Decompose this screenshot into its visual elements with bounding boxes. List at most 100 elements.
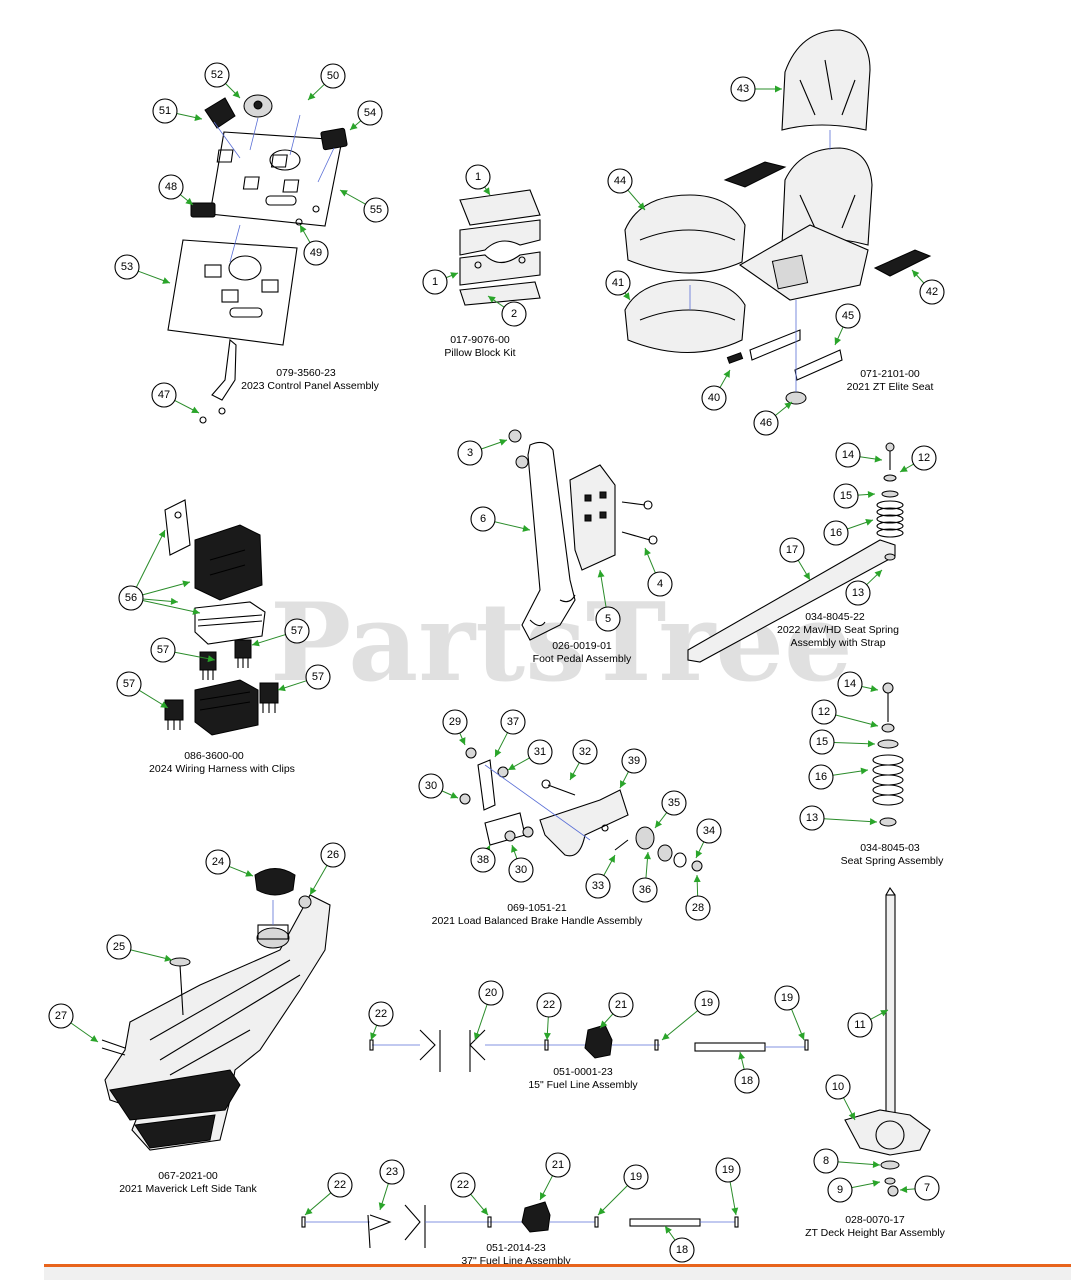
callout-50-1[interactable]: 50 [320, 63, 346, 89]
callout-26-53[interactable]: 26 [320, 842, 346, 868]
callout-8-65-leader [837, 1161, 881, 1166]
callout-5-22[interactable]: 5 [595, 606, 621, 632]
callout-22-68[interactable]: 22 [327, 1172, 353, 1198]
callout-18-62-bubble [734, 1068, 760, 1094]
callout-22-56[interactable]: 22 [368, 1001, 394, 1027]
callout-39-43[interactable]: 39 [621, 748, 647, 774]
callout-49-6[interactable]: 49 [303, 240, 329, 266]
callout-10-64-bubble [825, 1074, 851, 1100]
callout-22-58[interactable]: 22 [536, 992, 562, 1018]
callout-12-35[interactable]: 12 [811, 699, 837, 725]
callout-57-31-bubble [150, 637, 176, 663]
callout-52-0-bubble [204, 62, 230, 88]
callout-42-15[interactable]: 42 [919, 279, 945, 305]
callout-48-4-label: 48 [165, 181, 177, 193]
callout-55-5-label: 55 [370, 204, 382, 216]
callout-24-52[interactable]: 24 [205, 849, 231, 875]
callout-15-25[interactable]: 15 [833, 483, 859, 509]
callout-57-30-leader-arrowhead [252, 639, 260, 647]
callout-20-57[interactable]: 20 [478, 980, 504, 1006]
callout-2-11[interactable]: 2 [501, 301, 527, 327]
callout-52-0-leader-arrowhead [232, 90, 240, 98]
callout-57-33[interactable]: 57 [305, 664, 331, 690]
callout-13-38[interactable]: 13 [799, 805, 825, 831]
callout-33-49[interactable]: 33 [585, 873, 611, 899]
callout-44-13[interactable]: 44 [607, 168, 633, 194]
callout-30-44[interactable]: 30 [418, 773, 444, 799]
callout-27-55[interactable]: 27 [48, 1003, 74, 1029]
callout-1-10-bubble [422, 269, 448, 295]
callout-48-4[interactable]: 48 [158, 174, 184, 200]
callout-14-23[interactable]: 14 [835, 442, 861, 468]
callout-52-0[interactable]: 52 [204, 62, 230, 88]
callout-21-71-leader-arrowhead [540, 1192, 547, 1200]
callout-53-7-bubble [114, 254, 140, 280]
callout-37-40[interactable]: 37 [500, 709, 526, 735]
callout-29-39-leader-arrowhead [458, 737, 466, 745]
callout-15-36[interactable]: 15 [809, 729, 835, 755]
callout-34-46[interactable]: 34 [696, 818, 722, 844]
callout-7-66[interactable]: 7 [914, 1175, 940, 1201]
callout-1-10[interactable]: 1 [422, 269, 448, 295]
callout-30-48[interactable]: 30 [508, 857, 534, 883]
callout-55-5[interactable]: 55 [363, 197, 389, 223]
callout-17-27[interactable]: 17 [779, 537, 805, 563]
callout-41-14[interactable]: 41 [605, 270, 631, 296]
callout-4-21[interactable]: 4 [647, 571, 673, 597]
callout-19-73[interactable]: 19 [715, 1157, 741, 1183]
callout-18-74[interactable]: 18 [669, 1237, 695, 1263]
callout-45-16[interactable]: 45 [835, 303, 861, 329]
callout-16-26[interactable]: 16 [823, 520, 849, 546]
fuel-tank-drawing [101, 868, 331, 1151]
callout-57-31[interactable]: 57 [150, 637, 176, 663]
callout-21-71-label: 21 [552, 1159, 564, 1171]
callout-43-12[interactable]: 43 [730, 76, 756, 102]
callout-38-47[interactable]: 38 [470, 847, 496, 873]
callout-51-2[interactable]: 51 [152, 98, 178, 124]
callout-53-7[interactable]: 53 [114, 254, 140, 280]
callout-52-0-label: 52 [211, 69, 223, 81]
callout-36-50-bubble [632, 877, 658, 903]
callout-19-72[interactable]: 19 [623, 1164, 649, 1190]
callout-19-60[interactable]: 19 [694, 990, 720, 1016]
callout-9-67-label: 9 [837, 1184, 843, 1196]
callout-6-20[interactable]: 6 [470, 506, 496, 532]
callout-28-51[interactable]: 28 [685, 895, 711, 921]
callout-57-30[interactable]: 57 [284, 618, 310, 644]
callout-12-24[interactable]: 12 [911, 445, 937, 471]
callout-3-19[interactable]: 3 [457, 440, 483, 466]
callout-22-70[interactable]: 22 [450, 1172, 476, 1198]
callout-56-29[interactable]: 56 [118, 585, 144, 611]
callout-21-71[interactable]: 21 [545, 1152, 571, 1178]
callout-40-17[interactable]: 40 [701, 385, 727, 411]
callout-11-63[interactable]: 11 [847, 1012, 873, 1038]
callout-7-66-label: 7 [924, 1182, 930, 1194]
callout-54-3[interactable]: 54 [357, 100, 383, 126]
height-bar-drawing [844, 886, 931, 1197]
callout-9-67[interactable]: 9 [827, 1177, 853, 1203]
callout-23-69[interactable]: 23 [379, 1159, 405, 1185]
callout-36-50[interactable]: 36 [632, 877, 658, 903]
callout-8-65[interactable]: 8 [813, 1148, 839, 1174]
callout-32-42[interactable]: 32 [572, 739, 598, 765]
callout-57-32[interactable]: 57 [116, 671, 142, 697]
callout-46-18[interactable]: 46 [753, 410, 779, 436]
callout-14-34[interactable]: 14 [837, 671, 863, 697]
callout-13-38-bubble [799, 805, 825, 831]
callout-25-54[interactable]: 25 [106, 934, 132, 960]
callout-15-36-label: 15 [816, 736, 828, 748]
callout-35-45[interactable]: 35 [661, 790, 687, 816]
callout-31-41[interactable]: 31 [527, 739, 553, 765]
callout-29-39[interactable]: 29 [442, 709, 468, 735]
callout-12-35-bubble [811, 699, 837, 725]
callout-1-9[interactable]: 1 [465, 164, 491, 190]
callout-10-64[interactable]: 10 [825, 1074, 851, 1100]
callout-47-8[interactable]: 47 [151, 382, 177, 408]
callout-18-62[interactable]: 18 [734, 1068, 760, 1094]
callout-19-61[interactable]: 19 [774, 985, 800, 1011]
callout-13-28[interactable]: 13 [845, 580, 871, 606]
callout-28-51-label: 28 [692, 902, 704, 914]
callout-16-37[interactable]: 16 [808, 764, 834, 790]
brake-handle-drawing [459, 747, 703, 872]
callout-21-59[interactable]: 21 [608, 992, 634, 1018]
